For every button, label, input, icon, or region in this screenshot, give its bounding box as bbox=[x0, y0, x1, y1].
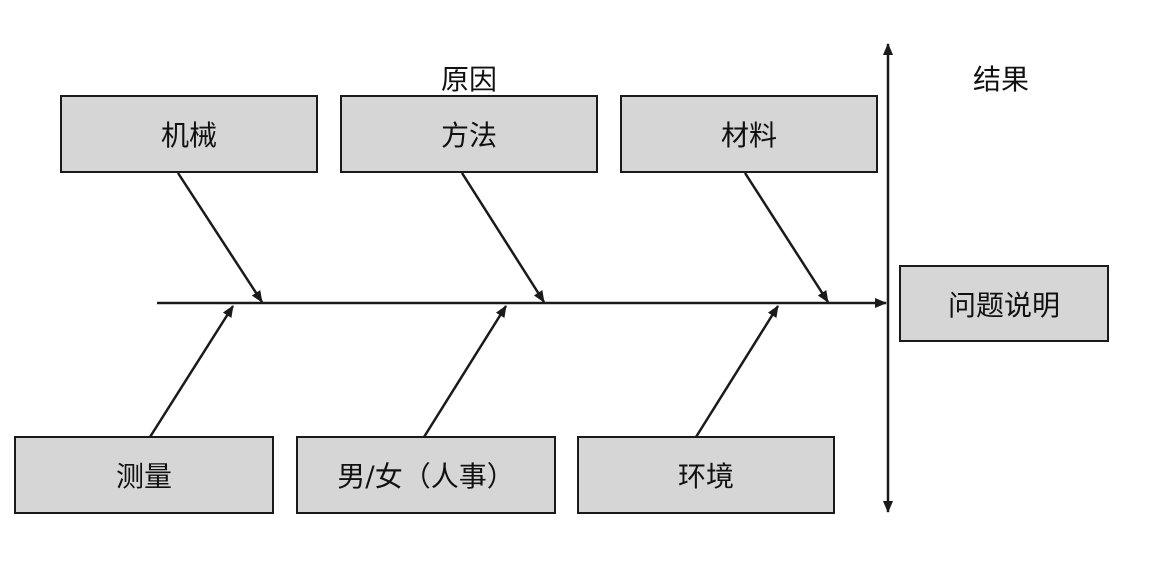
cause-box-environment: 环境 bbox=[577, 436, 835, 514]
bone-arrow-machine bbox=[176, 172, 264, 303]
effect-box: 问题说明 bbox=[899, 265, 1109, 342]
cause-box-measurement: 测量 bbox=[14, 436, 274, 514]
bone-arrow-measurement bbox=[148, 305, 235, 438]
bone-arrow-material bbox=[743, 172, 830, 303]
causes-label: 原因 bbox=[440, 63, 498, 96]
bone-arrow-method bbox=[460, 172, 546, 303]
cause-box-people: 男/女（人事） bbox=[296, 436, 556, 514]
cause-box-material: 材料 bbox=[620, 95, 878, 173]
bone-arrow-environment bbox=[694, 305, 780, 438]
bone-arrow-people bbox=[422, 305, 508, 438]
effect-label: 结果 bbox=[972, 63, 1030, 96]
cause-box-machine: 机械 bbox=[60, 95, 318, 173]
cause-box-method: 方法 bbox=[340, 95, 598, 173]
